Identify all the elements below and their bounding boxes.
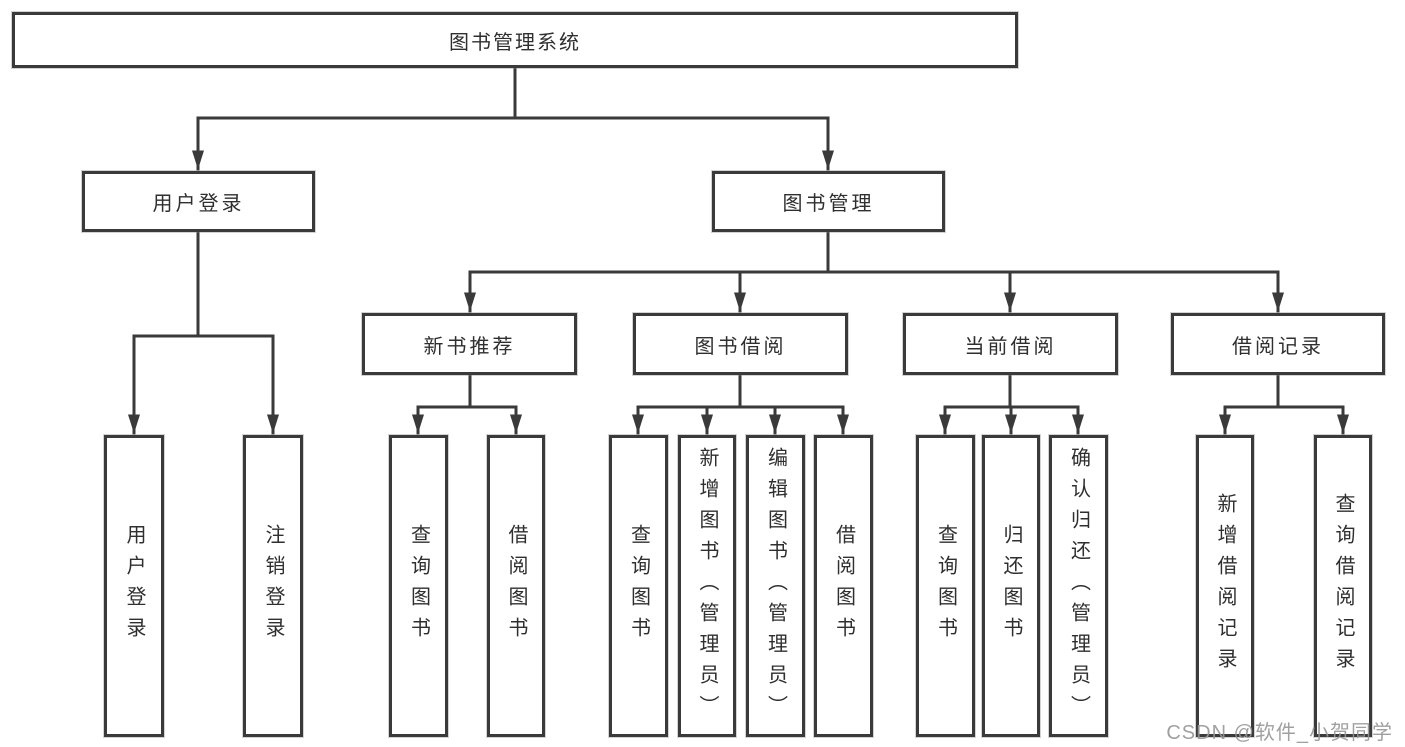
node-user-login: 用户登录 [82, 171, 315, 232]
leaf-br-query-record: 查询借阅记录 [1314, 435, 1372, 737]
leaf-nbr-borrow-books: 借阅图书 [487, 435, 545, 737]
leaf-cb-confirm-return-admin: 确认归还（管理员） [1049, 435, 1108, 737]
leaf-bb-edit-books-admin: 编辑图书（管理员） [746, 435, 805, 737]
node-current-borrowing: 当前借阅 [903, 313, 1118, 375]
leaf-bb-query-books: 查询图书 [609, 435, 668, 737]
node-borrowing-records: 借阅记录 [1171, 313, 1385, 375]
leaf-cb-return-books: 归还图书 [982, 435, 1040, 737]
leaf-bb-borrow-books: 借阅图书 [814, 435, 873, 737]
leaf-user-login: 用户登录 [104, 435, 164, 737]
node-book-borrowing: 图书借阅 [633, 313, 848, 375]
node-book-management: 图书管理 [712, 171, 945, 232]
node-new-book-recommendation: 新书推荐 [362, 313, 577, 375]
node-library-management-system: 图书管理系统 [12, 12, 1018, 68]
leaf-cb-query-books: 查询图书 [916, 435, 975, 737]
leaf-br-add-record: 新增借阅记录 [1196, 435, 1254, 737]
leaf-logout: 注销登录 [243, 435, 303, 737]
leaf-nbr-query-books: 查询图书 [389, 435, 448, 737]
csdn-watermark: CSDN @软件_小贺同学 [1166, 722, 1393, 744]
leaf-bb-add-books-admin: 新增图书（管理员） [678, 435, 736, 737]
